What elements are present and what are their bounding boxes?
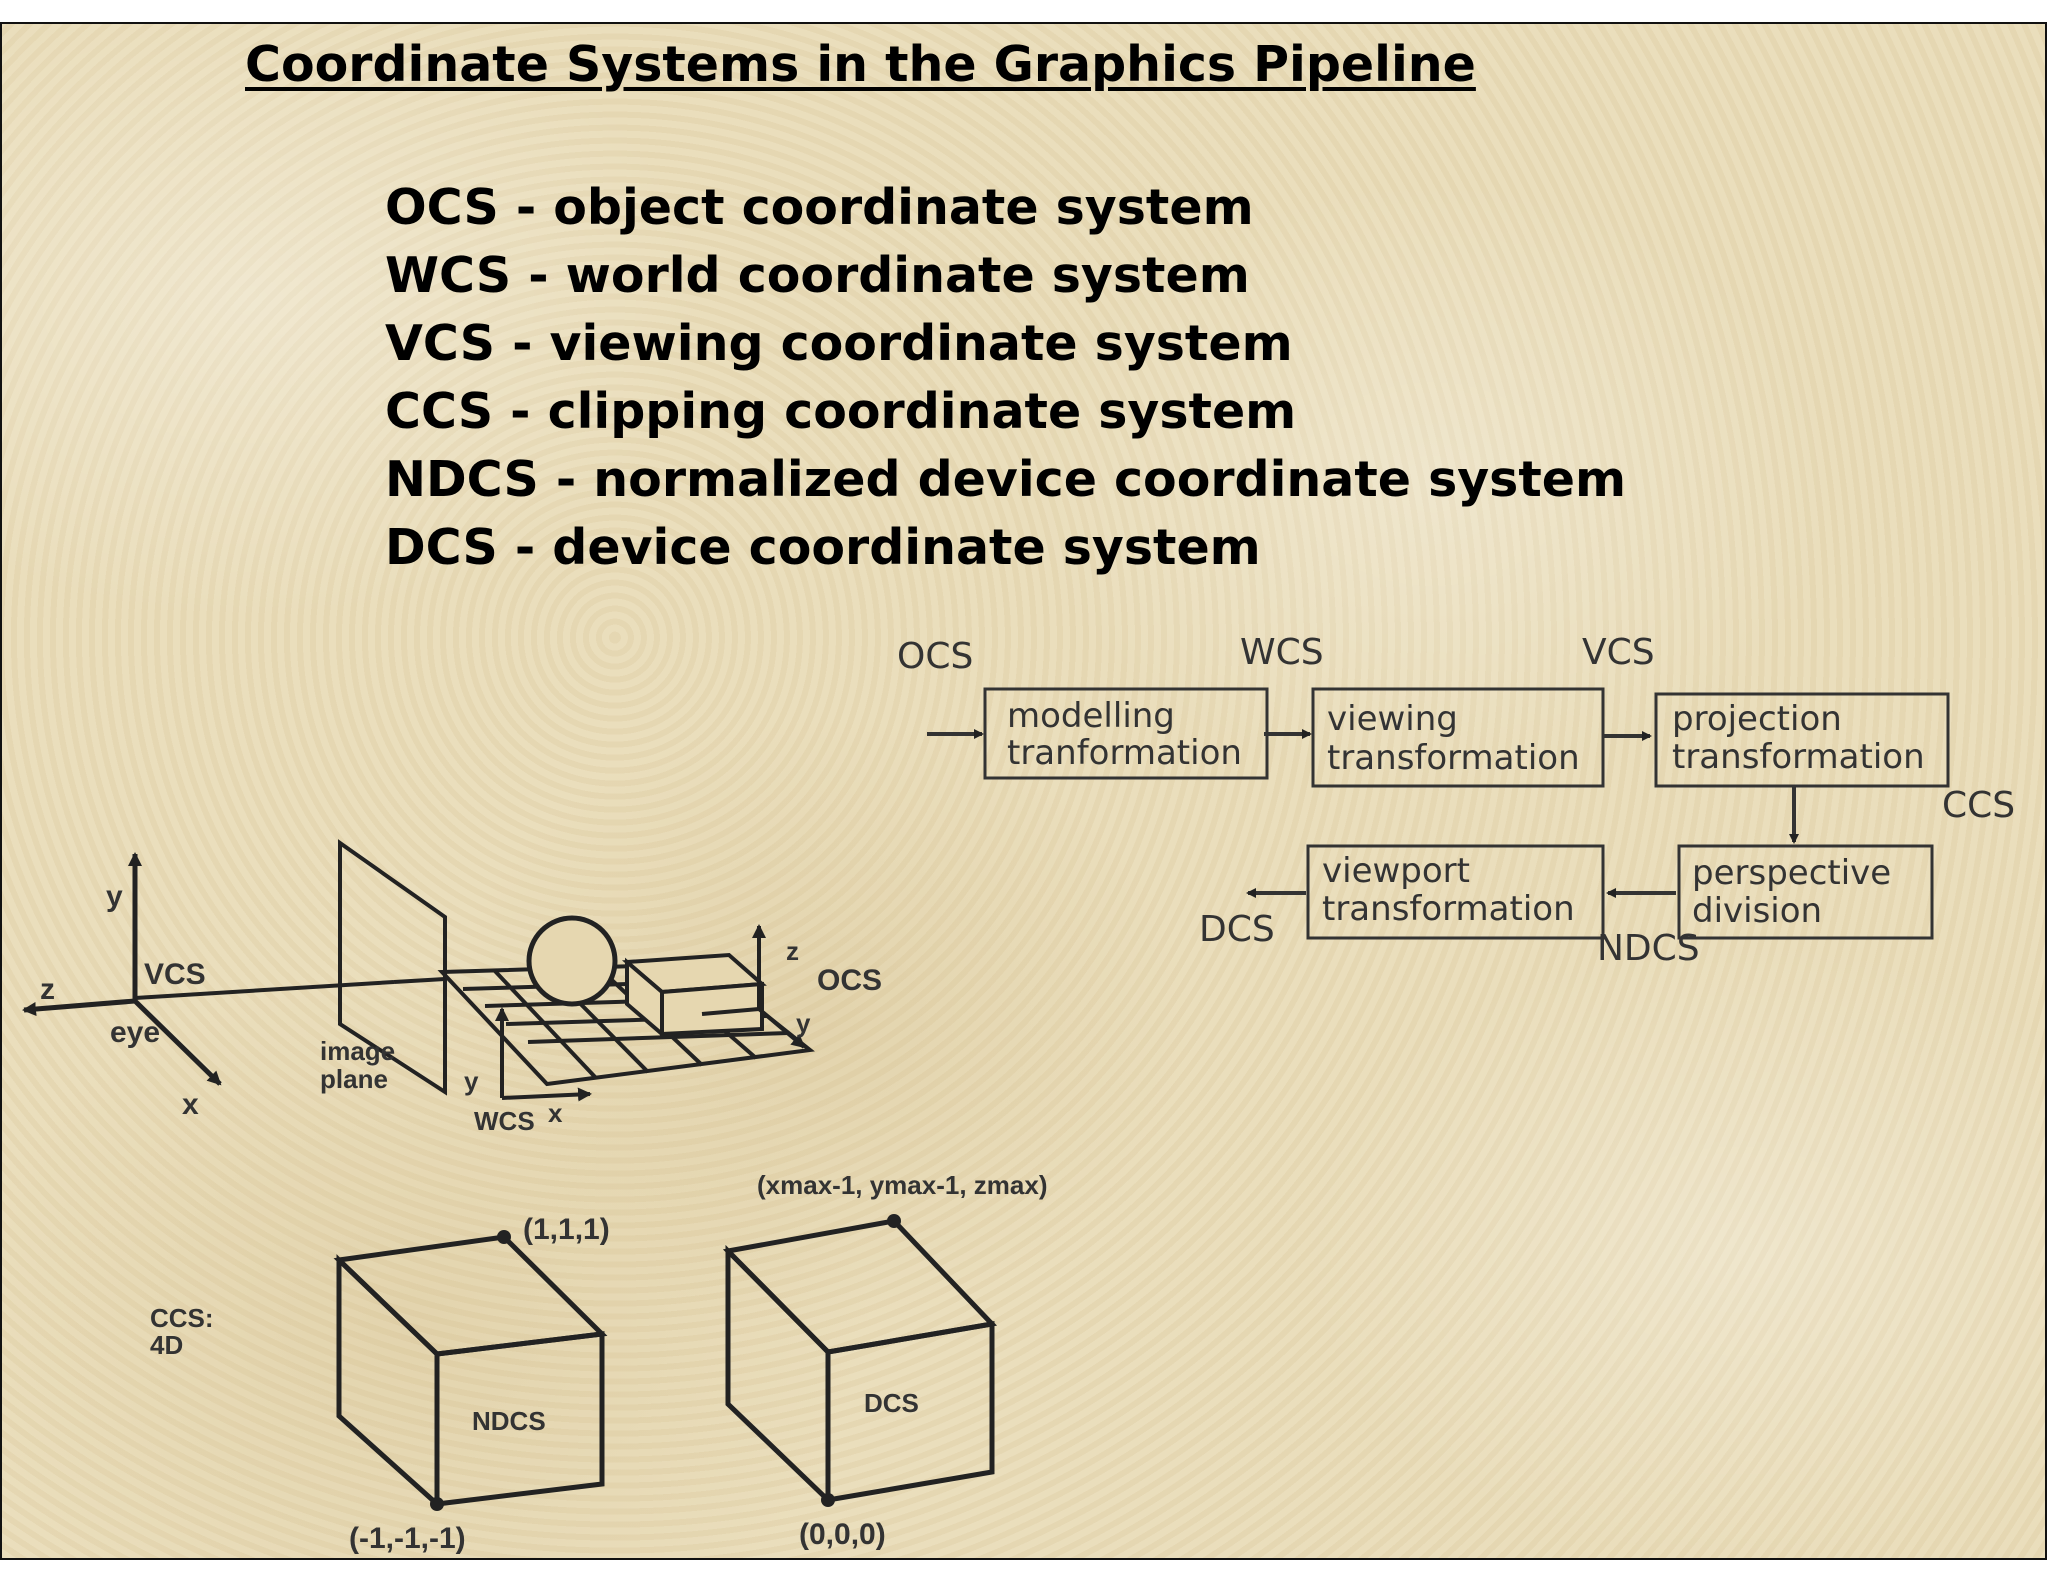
view-direction-line (134, 980, 395, 1000)
ndcs-cube (333, 1234, 608, 1510)
pipeline-flowchart: OCS WCS VCS CCS NDCS DCS modelling tranf… (897, 632, 2015, 969)
pipeline-label-ocs: OCS (897, 636, 973, 677)
pipeline-label-dcs: DCS (1199, 909, 1275, 950)
box-projection-transformation: projection transformation (1654, 692, 1950, 788)
ndcs-top-corner (497, 1230, 511, 1244)
wcs-y-label: y (464, 1066, 479, 1096)
vcs-z-axis (22, 998, 136, 1017)
box-object (621, 952, 767, 1039)
box-modelling-transformation: modelling tranformation (983, 687, 1269, 780)
ccs-label-line1: CCS: (150, 1303, 214, 1333)
ocs-label: OCS (817, 964, 882, 997)
pipeline-label-ndcs: NDCS (1597, 928, 1700, 969)
box-viewing-line1: viewing (1327, 699, 1458, 739)
definition-ocs: OCS - object coordinate system (385, 179, 1254, 236)
ndcs-top-coord: (1,1,1) (523, 1213, 610, 1246)
box-perspective-division: perspective division (1677, 844, 1934, 940)
diagram-canvas: OCS WCS VCS CCS NDCS DCS modelling tranf… (22, 632, 2015, 1555)
dcs-top-coord: (xmax-1, ymax-1, zmax) (757, 1170, 1047, 1200)
image-plane-label-line2: plane (320, 1064, 388, 1094)
box-viewport-line1: viewport (1322, 851, 1470, 891)
box-modelling-line1: modelling (1007, 696, 1175, 736)
box-viewing-transformation: viewing transformation (1311, 687, 1605, 788)
ccs-label-line2: 4D (150, 1330, 183, 1360)
slide-title: Coordinate Systems in the Graphics Pipel… (245, 36, 1476, 93)
vcs-x-axis (133, 999, 222, 1086)
slide: Coordinate Systems in the Graphics Pipel… (0, 22, 2047, 1560)
wcs-label: WCS (474, 1106, 535, 1136)
pipeline-label-ccs: CCS (1942, 785, 2015, 826)
definition-wcs: WCS - world coordinate system (385, 247, 1250, 304)
definition-ccs: CCS - clipping coordinate system (385, 383, 1297, 440)
sphere-object (526, 915, 618, 1007)
wcs-x-axis (501, 1087, 592, 1102)
dcs-cube-label: DCS (864, 1388, 919, 1418)
box-viewing-line2: transformation (1327, 738, 1580, 778)
dcs-cube (722, 1218, 998, 1506)
image-plane-label-line1: image (320, 1036, 395, 1066)
ocs-y-axis (757, 1007, 806, 1049)
ndcs-bottom-coord: (-1,-1,-1) (349, 1522, 466, 1555)
box-perspective-line2: division (1692, 891, 1822, 931)
dcs-top-corner (887, 1214, 901, 1228)
image-plane (338, 839, 447, 1096)
vcs-label: VCS (144, 958, 206, 991)
dcs-bottom-corner (821, 1493, 835, 1507)
ndcs-bottom-corner (430, 1497, 444, 1511)
vcs-z-label: z (40, 973, 55, 1006)
ocs-x-axis (701, 1007, 760, 1016)
box-viewport-line2: transformation (1322, 889, 1575, 929)
wcs-x-label: x (548, 1098, 563, 1128)
eye-label: eye (110, 1016, 160, 1049)
definitions-list: OCS - object coordinate system WCS - wor… (385, 174, 1626, 582)
definition-ndcs: NDCS - normalized device coordinate syst… (385, 451, 1627, 508)
vcs-x-label: x (182, 1088, 199, 1121)
box-modelling-line2: tranformation (1007, 733, 1242, 773)
ndcs-cube-label: NDCS (472, 1406, 546, 1436)
definition-vcs: VCS - viewing coordinate system (385, 315, 1293, 372)
box-perspective-line1: perspective (1692, 853, 1891, 893)
ocs-z-label: z (786, 936, 799, 966)
ocs-y-label: y (796, 1008, 811, 1038)
vcs-y-label: y (106, 880, 123, 913)
box-viewport-transformation: viewport transformation (1306, 844, 1605, 940)
box-projection-line2: transformation (1672, 737, 1925, 777)
definition-dcs: DCS - device coordinate system (385, 519, 1261, 576)
pipeline-label-vcs: VCS (1582, 632, 1655, 673)
view-line-behind-plane (393, 977, 446, 984)
viewing-scene-illustration: y z x VCS eye image plane (22, 839, 882, 1136)
box-projection-line1: projection (1672, 699, 1842, 739)
dcs-bottom-coord: (0,0,0) (799, 1518, 886, 1551)
pipeline-label-wcs: WCS (1240, 632, 1324, 673)
